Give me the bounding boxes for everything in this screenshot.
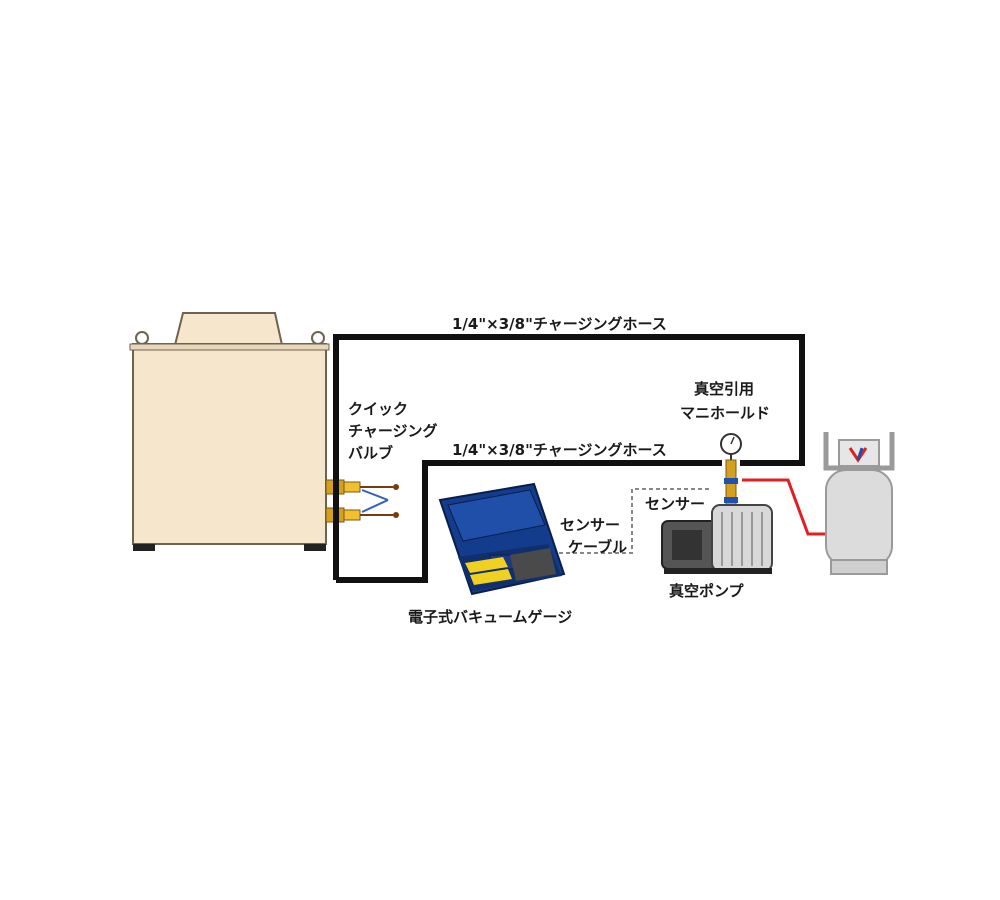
vacuum-pump-label: 真空ポンプ [669,582,745,600]
sensor-cable-label-line1: センサー [560,516,620,534]
charging-valve-icon [325,479,399,523]
sensor-cable-label-line2: ケーブル [568,538,627,556]
quick-valve-label-line3: バルブ [348,444,393,462]
middle-hose-label: 1/4"×3/8"チャージングホース [452,441,667,459]
quick-valve-label-line1: クイック [348,400,408,418]
sensor-cable [552,488,712,554]
sensor-label: センサー [645,495,705,513]
vacuum-gauge-label: 電子式バキュームゲージ [408,608,572,626]
vacuum-gauge-case-icon [438,482,566,596]
manifold-label-line1: 真空引用 [694,380,754,398]
middle-charging-hose [336,460,722,583]
top-charging-hose [333,334,805,580]
vacuum-pump-icon [661,504,773,574]
outdoor-unit-icon [129,312,330,551]
manifold-gauge-icon [720,433,742,509]
quick-valve-label-line2: チャージング [348,422,438,440]
refrigerant-cylinder-icon [823,432,895,575]
manifold-label-line2: マニホールド [680,404,770,422]
top-hose-label: 1/4"×3/8"チャージングホース [452,315,667,333]
